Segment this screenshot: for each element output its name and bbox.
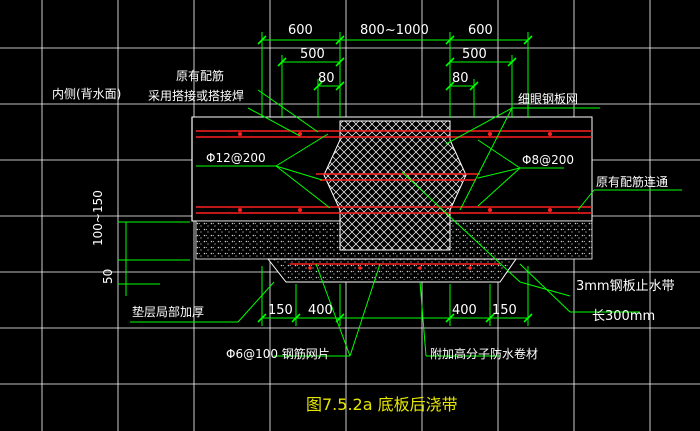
label-original-rebar-2: 采用搭接或搭接焊 [148,88,244,103]
label-steel-waterstop: 3mm钢板止水带 [576,279,675,294]
label-rebar-phi12: Φ12@200 [206,151,266,165]
label-cushion-thicken: 垫层局部加厚 [132,304,204,319]
label-rebar-phi8: Φ8@200 [522,153,574,167]
dim-400-right: 400 [452,303,477,318]
label-original-rebar-continuous: 原有配筋连通 [596,174,668,189]
dimension-ticks [257,35,533,323]
dim-600-left: 600 [288,23,313,38]
rebars [196,130,592,265]
dim-600-right: 600 [468,23,493,38]
dim-side-50: 50 [101,269,115,284]
dim-80-left: 80 [318,71,335,86]
dim-500-left: 500 [300,47,325,62]
dim-80-right: 80 [452,71,469,86]
dim-150-left: 150 [268,303,293,318]
label-waterstop-length: 长300mm [592,309,655,324]
label-mesh-sheet: Φ6@100 钢筋网片 [226,346,330,361]
dim-500-right: 500 [462,47,487,62]
dim-800-1000: 800~1000 [360,23,429,38]
label-original-rebar-1: 原有配筋 [176,68,224,83]
dim-400-left: 400 [308,303,333,318]
leader-lines [130,89,682,357]
label-fine-mesh: 细眼钢板网 [518,92,578,106]
label-inside-face: 内侧(背水面) [52,87,121,101]
rebar-dots [238,132,552,270]
figure-caption: 图7.5.2a 底板后浇带 [306,395,458,414]
dim-side-thickness: 100~150 [91,190,105,246]
dim-150-right: 150 [492,303,517,318]
label-membrane: 附加高分子防水卷材 [430,346,538,361]
